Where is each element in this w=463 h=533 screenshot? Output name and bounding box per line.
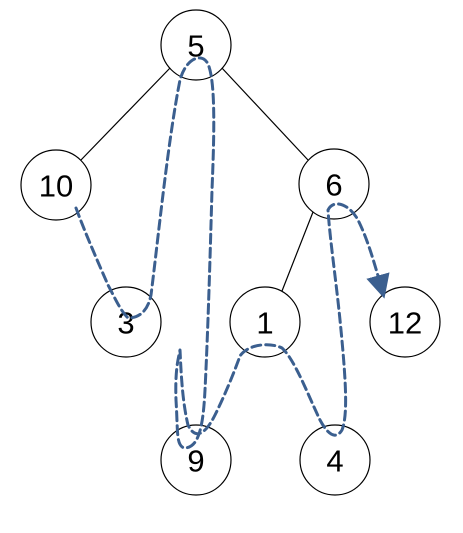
node-label-4: 4 (326, 444, 343, 479)
node-label-10: 10 (39, 169, 73, 204)
edge-5-to-6 (220, 66, 309, 161)
node-label-12: 12 (388, 306, 422, 341)
node-label-1: 1 (256, 306, 273, 341)
tree-node-4: 4 (299, 424, 371, 496)
edge-5-to-10 (79, 66, 172, 162)
tree-node-12: 12 (369, 286, 441, 358)
tree-node-1: 1 (229, 286, 301, 358)
tree-node-5: 5 (160, 9, 232, 81)
node-label-5: 5 (187, 29, 204, 64)
traversal-path (74, 56, 390, 450)
node-label-6: 6 (325, 168, 342, 203)
tree-node-6: 6 (298, 148, 370, 220)
tree-edges (79, 66, 314, 292)
tree-node-9: 9 (160, 424, 232, 496)
tree-node-3: 3 (90, 286, 162, 358)
node-label-9: 9 (187, 444, 204, 479)
node-label-3: 3 (117, 306, 134, 341)
edge-6-to-1 (281, 211, 314, 292)
tree-node-10: 10 (20, 149, 92, 221)
tree-nodes: 5 10 6 3 1 12 9 4 (20, 9, 441, 496)
